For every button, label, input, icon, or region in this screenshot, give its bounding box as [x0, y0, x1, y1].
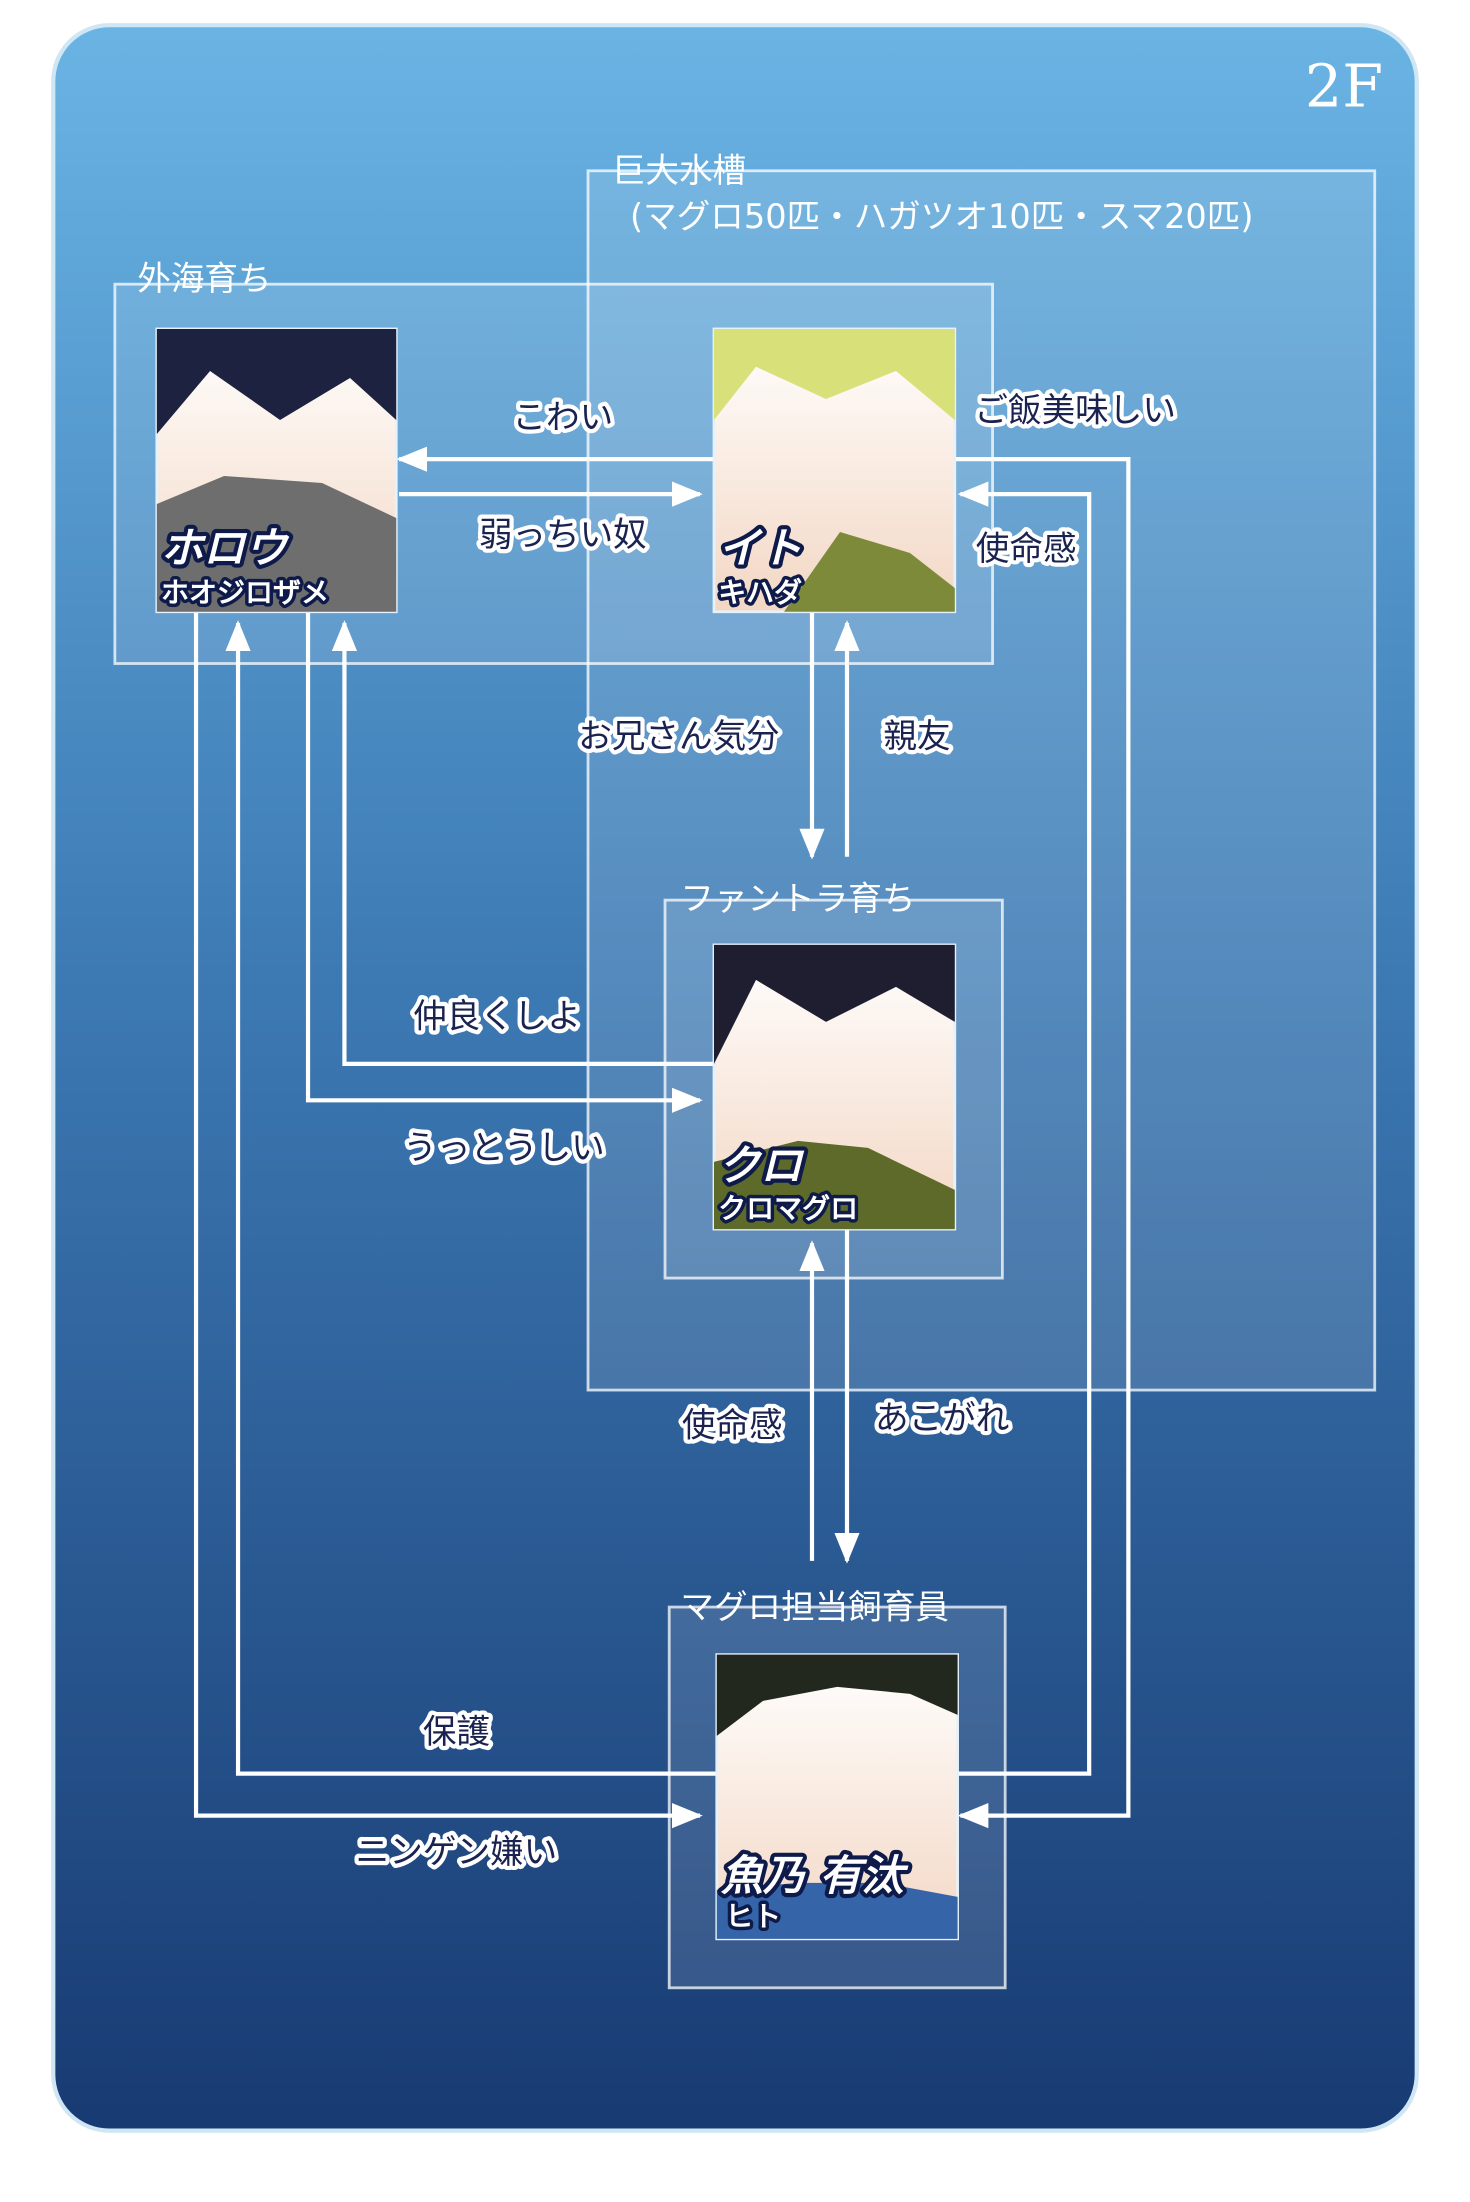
keeper-label: マグロ担当飼育員 [680, 1587, 949, 1626]
relation-label: 仲良くしよ [413, 997, 581, 1036]
portrait-horou[interactable]: ホロウ ホオジロザメ [155, 327, 398, 614]
fantra-label: ファントラ育ち [680, 879, 915, 918]
character-name: クロ [718, 1141, 805, 1190]
arrow-ito-uono [954, 457, 1131, 1829]
character-species: ホオジロザメ [161, 576, 329, 609]
relation-label: 保護 [423, 1712, 490, 1751]
relation-label: ご飯美味しい [974, 390, 1175, 429]
tank-title: 巨大水槽 [612, 151, 746, 190]
relation-label: ニンゲン嫌い [356, 1832, 557, 1871]
arrow-horou-uono [193, 611, 703, 1829]
floor-label: 2F [1305, 51, 1383, 120]
character-species: ヒト [725, 1900, 781, 1933]
tank-subtitle: (マグロ50匹・ハガツオ10匹・スマ20匹) [630, 197, 1253, 236]
arrow-uono-ito [957, 481, 1092, 1776]
arrows [193, 446, 1131, 1829]
relation-label: あこがれ [875, 1398, 1009, 1437]
relation-label: 親友 [883, 717, 950, 756]
relation-label: うっとうしい [403, 1128, 604, 1167]
portrait-ito[interactable]: イト キハダ [712, 327, 957, 614]
character-name: ホロウ [161, 524, 290, 573]
outer-sea-label: 外海育ち [137, 259, 271, 298]
character-species: クロマグロ [718, 1192, 858, 1225]
character-species: キハダ [718, 576, 802, 609]
character-name: イト [718, 524, 802, 573]
portrait-uono[interactable]: 魚乃 有汰 ヒト [715, 1653, 959, 1941]
relation-label: 弱っちい奴 [479, 515, 647, 554]
arrow-kuro-horou [331, 620, 715, 1067]
arrow-uono-horou [225, 620, 717, 1776]
arrow-horou-kuro [305, 611, 703, 1113]
relation-label: 使命感 [976, 529, 1077, 568]
relation-label: 使命感 [682, 1405, 783, 1444]
character-name: 魚乃 有汰 [720, 1851, 909, 1900]
portrait-kuro[interactable]: クロ クロマグロ [712, 943, 957, 1231]
relation-label: こわい [512, 397, 613, 436]
relation-label: お兄さん気分 [578, 717, 779, 756]
